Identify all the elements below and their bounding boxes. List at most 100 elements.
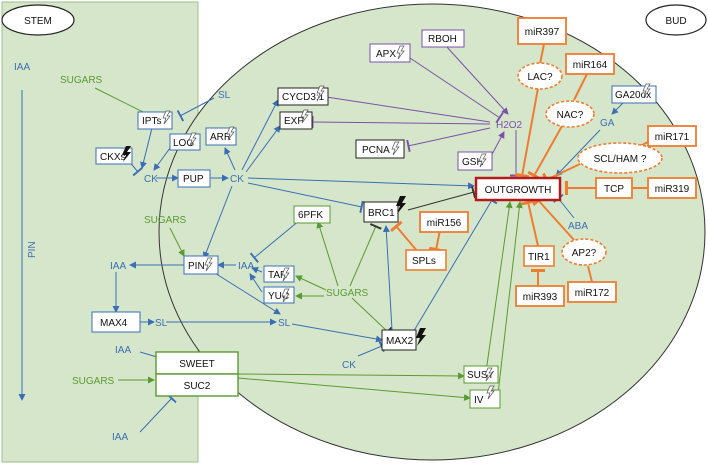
bud-label-oval	[645, 4, 707, 36]
lightning-icon	[188, 132, 197, 147]
edge-brc1-outgrowth	[407, 186, 477, 211]
edge-sugars-max2	[351, 297, 393, 337]
node-ck-bottom: CK	[342, 360, 356, 371]
node-6pfk: 6PFK	[298, 210, 323, 221]
node-mir393-box	[515, 285, 565, 307]
node-cycd-box	[277, 87, 329, 106]
edge-ck-max2	[357, 340, 385, 357]
node-max2: MAX2	[386, 336, 414, 347]
node-scl: SCL/HAM ?	[594, 154, 647, 165]
node-iaa-mid: IAA	[110, 261, 126, 272]
node-ckxs-box	[95, 147, 133, 165]
bud-label: BUD	[665, 16, 686, 27]
edge-log-ck	[153, 147, 171, 171]
node-ap2-oval	[561, 238, 607, 266]
node-iaa-bottom: IAA	[112, 432, 128, 443]
edge-sugars-susy	[237, 372, 465, 380]
node-ap2: AP2?	[572, 248, 597, 259]
edge-ck-cycd	[241, 99, 279, 171]
node-tcp: TCP	[604, 184, 624, 195]
edge-max2-outgrowth	[411, 196, 498, 335]
node-aba: ABA	[568, 221, 588, 232]
edge-apx-h2o2	[409, 57, 504, 124]
lightning-icons-solid	[122, 146, 426, 346]
edges	[18, 45, 625, 433]
node-iaa-top: IAA	[14, 62, 30, 73]
node-mir319: miR319	[655, 184, 690, 195]
node-ipts: IPTs	[142, 116, 161, 127]
edge-h2o2-pcna	[406, 127, 491, 152]
edge-sugars-tar	[295, 275, 327, 291]
node-6pfk-box	[293, 205, 331, 224]
stem-label: STEM	[24, 16, 52, 27]
node-pup-box	[177, 169, 211, 188]
node-spls: SPLs	[412, 256, 436, 267]
edge-h2o2-cycd	[318, 89, 491, 123]
edge-ck-exp	[245, 125, 281, 173]
node-cycd: CYCD3;1	[282, 92, 325, 103]
node-sl-top: SL	[218, 90, 231, 101]
edge-yuc-iaa	[249, 273, 263, 293]
node-iaa-center: IAA	[238, 261, 254, 272]
edge-sugars-pin	[169, 227, 185, 257]
edge-tar-iaa	[251, 266, 263, 274]
node-brc1: BRC1	[368, 208, 395, 219]
edge-lac-outgrowth	[514, 87, 539, 179]
node-suc2-box	[155, 373, 239, 397]
node-tir1-box	[523, 245, 555, 267]
node-mir172: miR172	[575, 288, 610, 299]
node-max2-box	[381, 329, 417, 351]
node-sl-center: SL	[278, 318, 291, 329]
lightning-icon	[122, 146, 131, 162]
node-mir397: miR397	[525, 27, 560, 38]
edge-iaa-suc2	[139, 393, 177, 433]
edge-tir1-outgrowth	[520, 199, 539, 247]
node-max4-box	[91, 311, 141, 333]
lightning-icon	[281, 288, 290, 303]
edge-mir164-nac	[573, 71, 589, 101]
edge-h2o2-exp	[311, 115, 491, 129]
edge-ck-pin	[202, 185, 233, 259]
node-ckxs: CKXs	[100, 152, 126, 163]
node-max4: MAX4	[100, 318, 128, 329]
stem-label-oval	[1, 4, 75, 36]
node-arr: ARR	[210, 132, 231, 143]
node-ck-left: CK	[144, 174, 158, 185]
node-pin-box-label: PIN	[188, 261, 205, 272]
node-mir172-box	[567, 281, 617, 303]
node-sugars-top: SUGARS	[60, 75, 103, 86]
edge-aba-outgrowth	[553, 193, 575, 219]
node-mir319-box	[647, 177, 697, 199]
node-mir171-box	[647, 125, 697, 147]
edge-ck-brc1	[247, 182, 364, 213]
lightning-icon	[316, 85, 325, 100]
edge-nac-outgrowth	[527, 125, 563, 181]
edge-spls-brc1	[390, 220, 419, 253]
node-log: LOG	[173, 138, 194, 149]
node-pcna-box	[355, 139, 405, 159]
lightning-icon	[396, 196, 406, 214]
node-mir164-box	[565, 53, 615, 75]
edge-6pfk-iaa	[249, 219, 301, 263]
edge-iv-outgrowth	[497, 201, 523, 395]
node-ga: GA	[600, 118, 615, 129]
edge-susy-outgrowth	[485, 201, 513, 373]
node-tcp-box	[595, 177, 633, 199]
node-gsh: GSH	[462, 157, 484, 168]
node-mir164: miR164	[573, 60, 608, 71]
node-nac-oval	[545, 100, 595, 128]
edge-ck-outgrowth	[247, 177, 475, 190]
node-pup: PUP	[183, 174, 204, 185]
lightning-icon	[642, 83, 651, 98]
lightning-icon	[486, 385, 495, 400]
edge-rboh-h2o2	[445, 45, 509, 115]
node-rboh-box	[421, 29, 465, 48]
node-mir156-box	[419, 211, 469, 233]
node-spls-box	[405, 249, 447, 271]
node-pcna: PCNA	[362, 145, 390, 156]
edge-ap2-outgrowth	[532, 194, 575, 241]
node-outgrowth-box	[474, 176, 562, 202]
lightning-icons	[162, 45, 651, 400]
node-iv: IV	[474, 395, 484, 406]
